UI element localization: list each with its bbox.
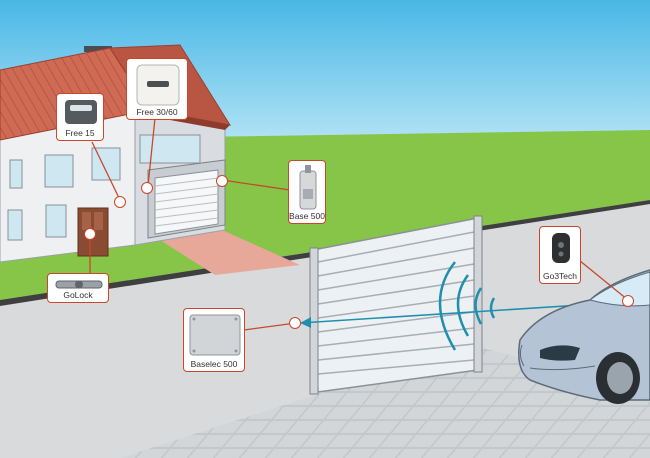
connector-dot: [114, 196, 126, 208]
connector-dot: [216, 175, 228, 187]
connector-dot: [622, 295, 634, 307]
keypad-icon: [65, 100, 97, 124]
control-box-icon: [189, 314, 241, 356]
device-base500: Base 500: [288, 160, 326, 224]
device-label: Free 30/60: [136, 107, 178, 117]
device-baselec500: Baselec 500: [183, 308, 245, 372]
device-label: Baselec 500: [190, 359, 238, 369]
device-free15: Free 15: [56, 93, 104, 141]
connector-dot: [84, 228, 96, 240]
device-label: Free 15: [65, 128, 95, 138]
connector-dot: [289, 317, 301, 329]
device-label: GoLock: [63, 290, 93, 300]
lock-cylinder-icon: [55, 280, 103, 289]
device-golock: GoLock: [47, 273, 109, 303]
house: [0, 44, 232, 263]
connector-dot: [141, 182, 153, 194]
remote-control-icon: [552, 233, 570, 263]
device-go3tech: Go3Tech: [539, 226, 581, 284]
paved-path: [120, 345, 650, 458]
device-label: Go3Tech: [542, 271, 578, 281]
receiver-icon: [299, 165, 317, 210]
wall-switch-icon: [136, 64, 180, 106]
car: [518, 269, 650, 404]
signal-waves: [438, 261, 496, 351]
device-free3060: Free 30/60: [126, 58, 188, 120]
device-label: Base 500: [289, 211, 325, 221]
